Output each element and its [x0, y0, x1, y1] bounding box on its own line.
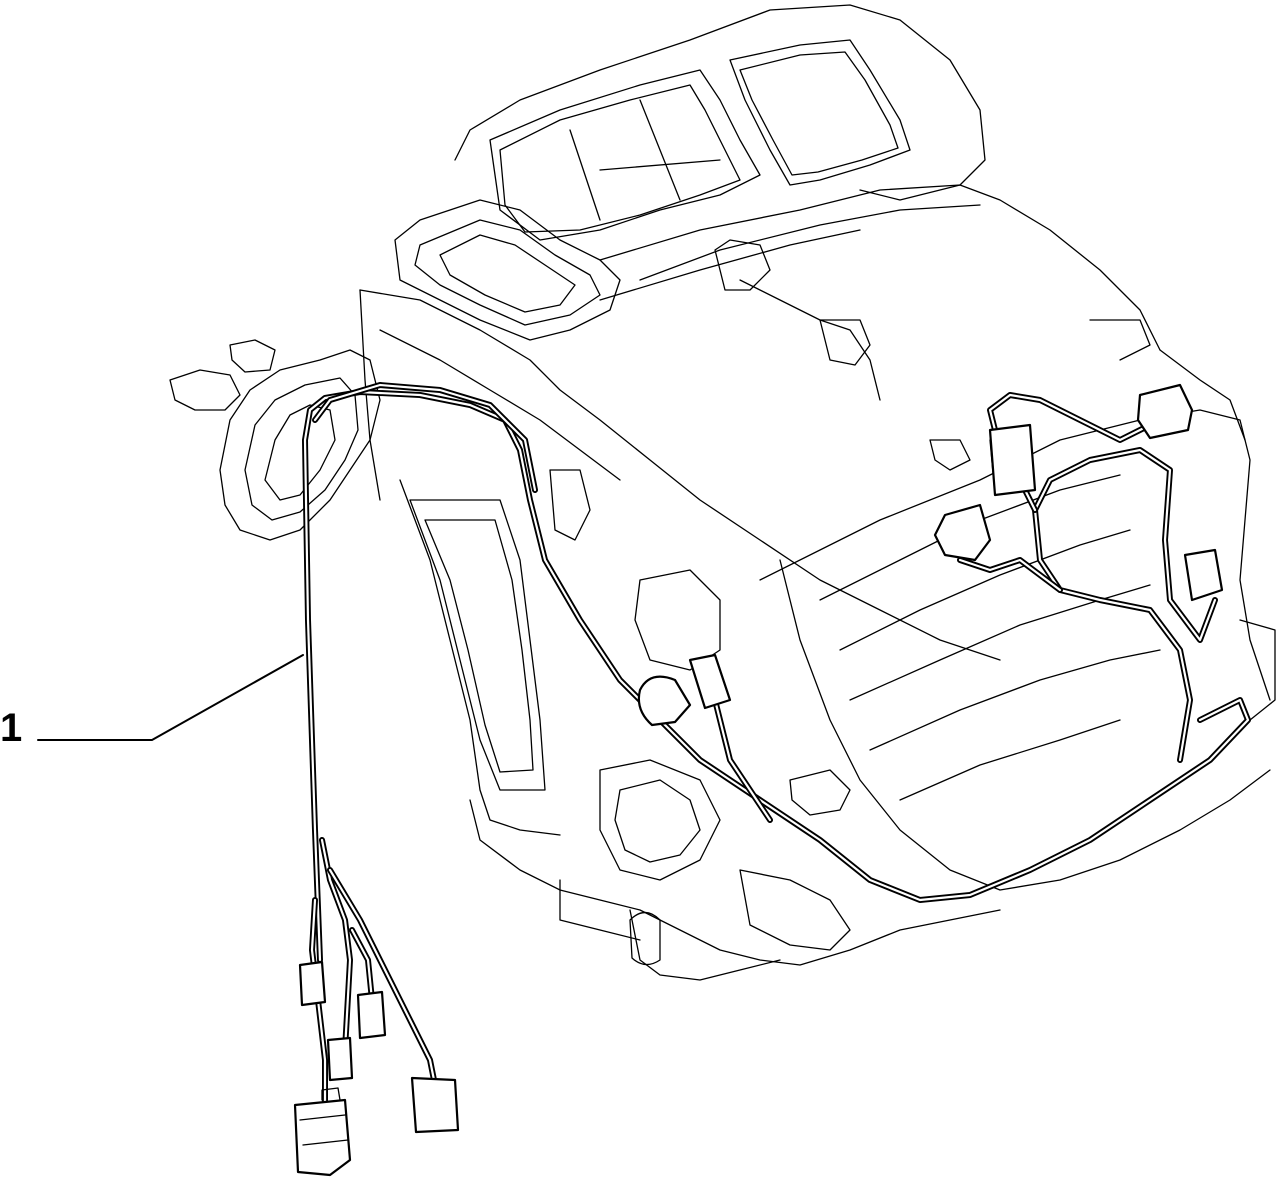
wiring-harness: [302, 382, 1251, 1108]
connector-bottom-c: [326, 1036, 354, 1082]
connector-bottom-b: [356, 990, 387, 1040]
connector-square-block: [988, 423, 1037, 497]
connector-top-right: [1136, 383, 1194, 440]
callout-label-1: 1: [0, 706, 23, 750]
connector-bottom-a: [298, 960, 327, 1007]
connector-center-loop: [637, 675, 692, 727]
connectors: [293, 383, 1224, 1177]
connector-bottom-d: [410, 1076, 460, 1134]
connector-right-edge: [1183, 548, 1224, 602]
callout-leader: [37, 654, 304, 741]
hvac-housing: [169, 4, 1276, 981]
connector-center-plug: [688, 653, 732, 710]
connector-bottom-large: [293, 1098, 352, 1177]
connector-mid-right: [933, 503, 992, 562]
